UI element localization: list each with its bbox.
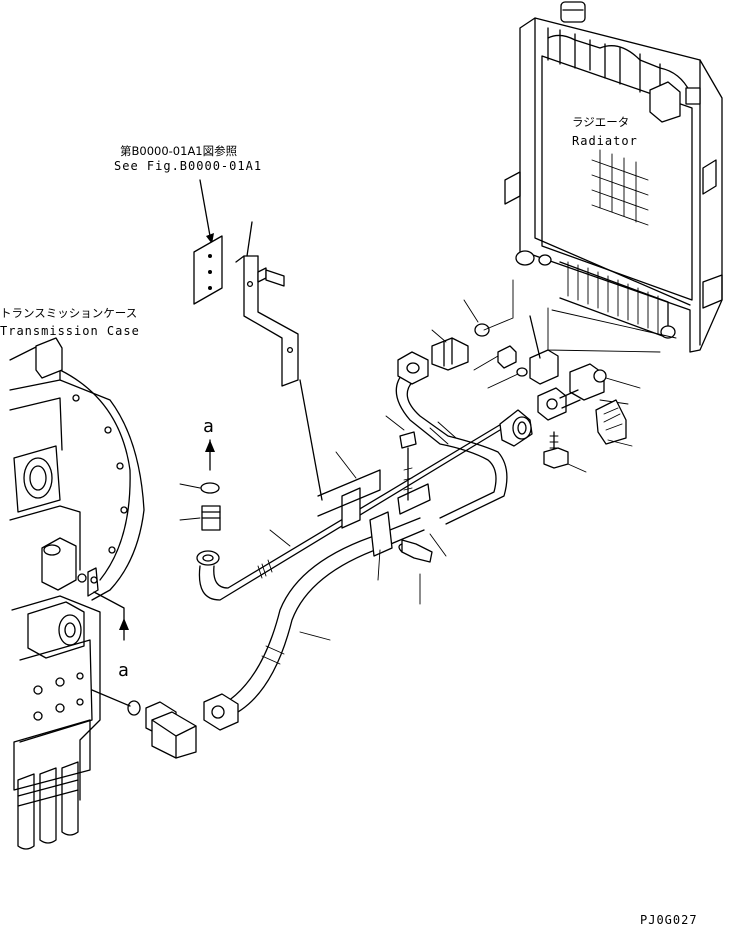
view-mark-bottom-label: a xyxy=(118,660,129,681)
transmission-case: トランスミッションケース Transmission Case xyxy=(0,306,145,850)
view-mark-top-label: a xyxy=(203,416,214,437)
see-fig-label-en: See Fig.B0000-01A1 xyxy=(114,159,262,173)
transmission-label-jp: トランスミッションケース xyxy=(0,306,137,320)
upper-inlet-fittings xyxy=(179,482,221,566)
radiator-label-en: Radiator xyxy=(572,134,638,148)
radiator-label-jp: ラジエータ xyxy=(572,115,629,129)
see-fig-label-jp: 第B0000-01A1図参照 xyxy=(120,144,237,158)
figure-code: PJ0G027 xyxy=(640,913,698,927)
radiator-assembly: ラジエータ Radiator xyxy=(504,1,723,353)
transmission-elbow-fitting xyxy=(91,689,197,759)
view-mark-a: a a xyxy=(93,416,215,681)
oil-cooler-hoses xyxy=(198,351,533,731)
bracket-reference: 第B0000-01A1図参照 See Fig.B0000-01A1 xyxy=(114,144,323,501)
transmission-label-en: Transmission Case xyxy=(0,324,140,338)
radiator-side-fittings xyxy=(431,279,677,473)
clamp-bolts xyxy=(398,431,433,563)
